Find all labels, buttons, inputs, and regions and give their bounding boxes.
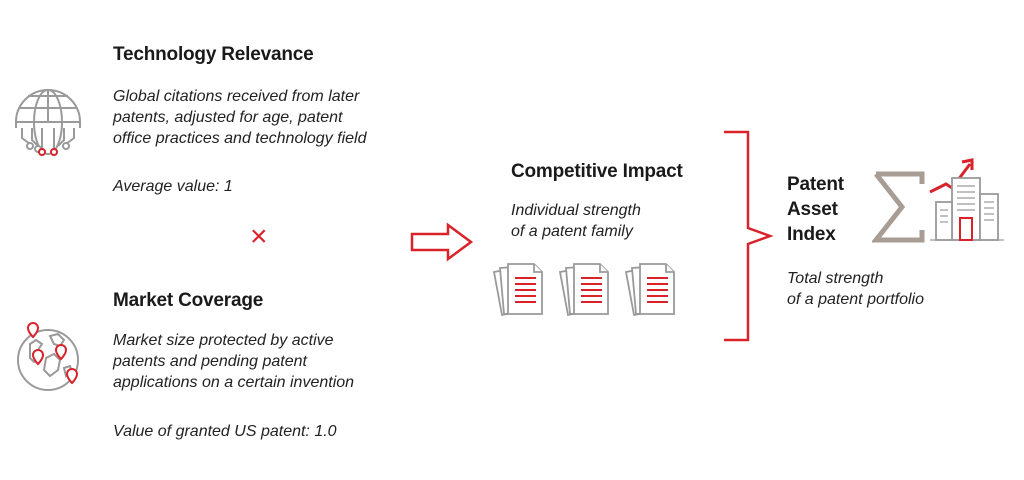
buildings-growth-icon [926,154,1006,244]
description-line: Market size protected by active [113,330,354,351]
sigma-icon [872,170,928,244]
technology-relevance-average: Average value: 1 [113,176,233,197]
market-coverage-description: Market size protected by active patents … [113,330,354,393]
patent-asset-index-description: Total strength of a patent portfolio [787,268,924,310]
competitive-impact-title: Competitive Impact [511,161,683,183]
description-line: Individual strength [511,200,641,221]
competitive-impact-description: Individual strength of a patent family [511,200,641,242]
technology-relevance-title: Technology Relevance [113,44,314,66]
description-line: patents and pending patent [113,351,354,372]
multiply-icon: × [250,222,268,252]
description-line: patents, adjusted for age, patent [113,107,366,128]
market-coverage-title: Market Coverage [113,290,263,312]
description-line: applications on a certain invention [113,372,354,393]
description-line: of a patent portfolio [787,289,924,310]
technology-relevance-description: Global citations received from later pat… [113,86,366,149]
globe-pins-icon [8,318,88,398]
document-stack-icon [490,262,686,320]
description-line: Global citations received from later [113,86,366,107]
title-line: Asset [787,197,844,222]
arrow-right-icon [410,222,474,262]
curly-brace-icon [718,128,774,344]
title-line: Index [787,222,844,247]
patent-asset-index-title: Patent Asset Index [787,172,844,247]
description-line: office practices and technology field [113,128,366,149]
description-line: Total strength [787,268,924,289]
title-line: Patent [787,172,844,197]
globe-circuit-icon [8,82,88,162]
market-coverage-value-note: Value of granted US patent: 1.0 [113,421,337,442]
description-line: of a patent family [511,221,641,242]
